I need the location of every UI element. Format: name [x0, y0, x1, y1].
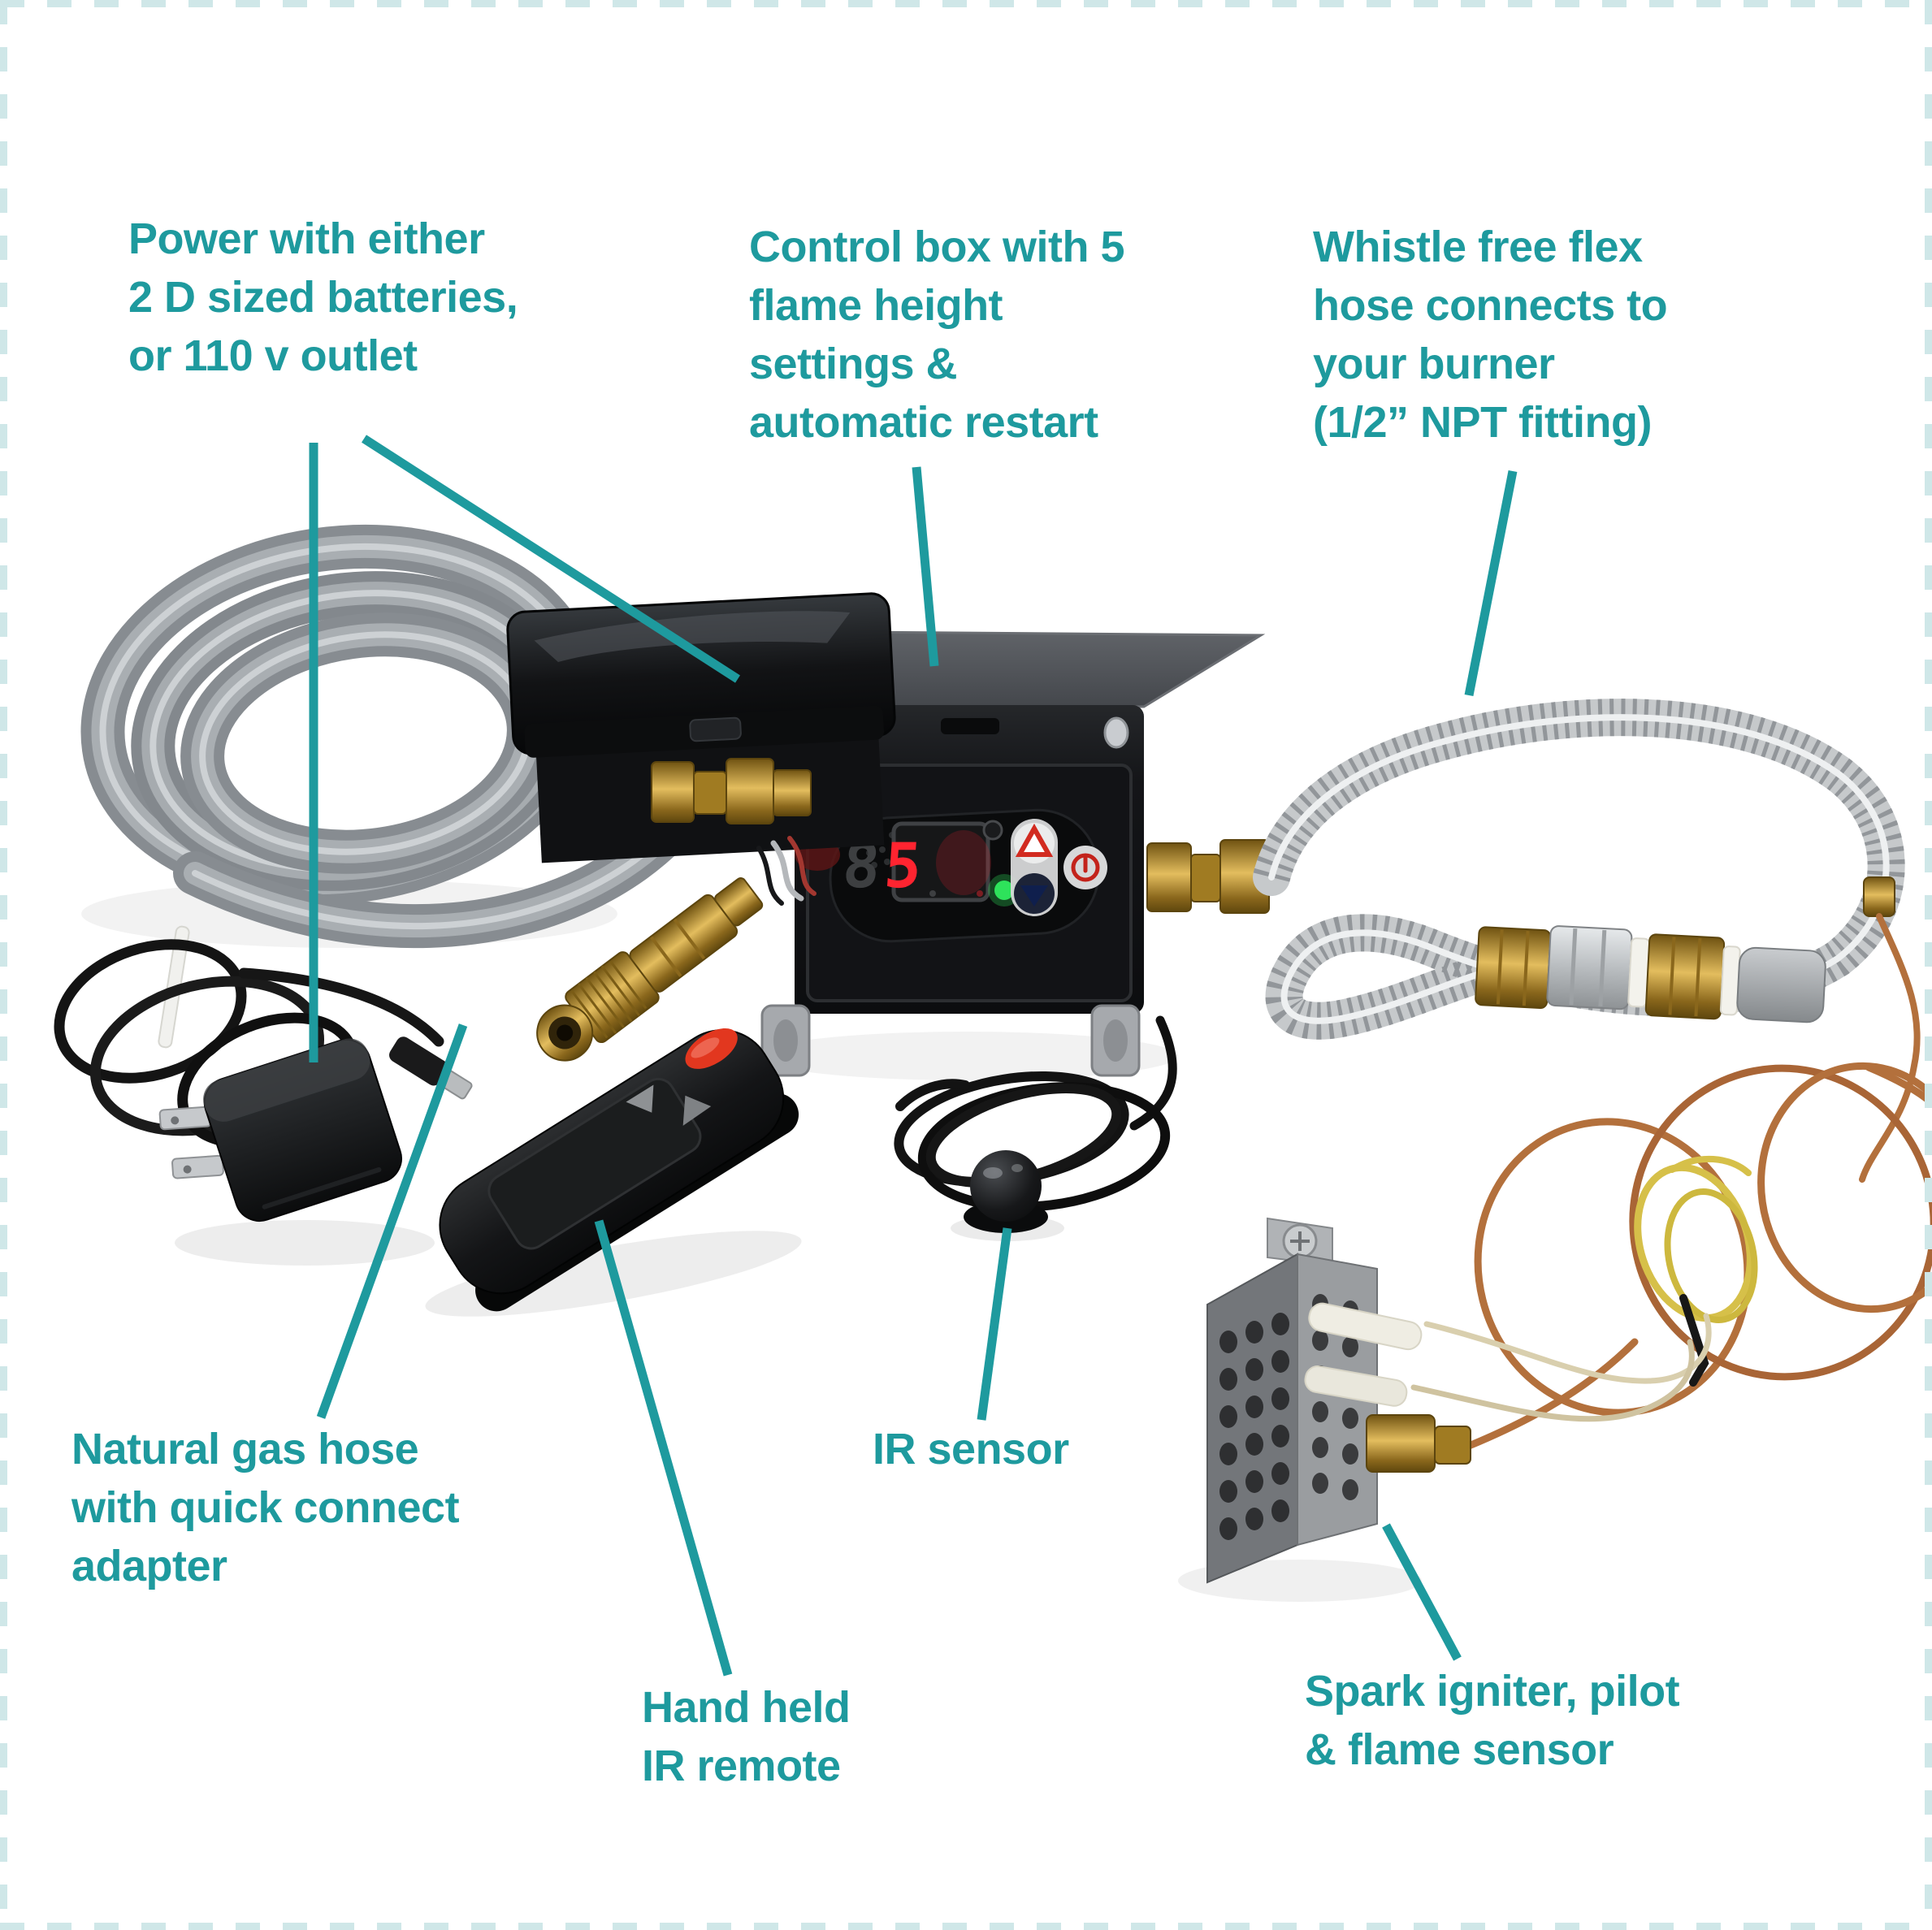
- status-led: [994, 881, 1014, 900]
- leader-line-spark-igniter: [1382, 1523, 1462, 1661]
- ir-sensor: [894, 1015, 1177, 1233]
- leader-line-flex-hose: [1464, 470, 1518, 697]
- remote-down-button: [626, 1084, 654, 1113]
- label-spark-igniter: Spark igniter, pilot & flame sensor: [1305, 1667, 1680, 1774]
- dc-barrel-plug: [389, 1036, 473, 1100]
- display-digit-lit: 5: [882, 829, 924, 902]
- ir-sensor-dome: [970, 1150, 1042, 1222]
- ir-remote: [439, 1028, 799, 1312]
- label-power-source: Power with either 2 D sized batteries, o…: [128, 214, 518, 380]
- wall-plug-body: [158, 1038, 402, 1222]
- thermocouple-nut: [1863, 876, 1895, 917]
- zip-tie: [1679, 1294, 1709, 1387]
- bracket-holes: [1219, 1313, 1289, 1540]
- gas-inlet-brass-fitting: [651, 758, 812, 824]
- screw-icon: [1103, 716, 1129, 749]
- leader-line-battery-box: [362, 435, 740, 683]
- battery-wires: [756, 836, 817, 906]
- leader-lines: [309, 435, 1518, 1677]
- pilot-brass-fitting: [1366, 1414, 1436, 1473]
- control-panel: 8 5: [795, 808, 1107, 943]
- ir-receiver-icon: [982, 820, 1003, 841]
- flame-up-arrow-icon: [1015, 823, 1054, 857]
- seven-segment-display: [891, 821, 990, 902]
- pilot-assembly: [1206, 1217, 1471, 1584]
- ceramic-electrodes: [1304, 1302, 1423, 1407]
- quick-connect-adapter: [536, 877, 764, 1062]
- label-gas-hose: Natural gas hose with quick connect adap…: [71, 1425, 460, 1590]
- air-mixer-cap: [1736, 946, 1826, 1023]
- control-box: 8 5: [760, 630, 1266, 1077]
- label-flex-hose: Whistle free flex hose connects to your …: [1313, 223, 1668, 447]
- remote-up-button: [682, 1095, 712, 1126]
- leader-line-remote: [594, 1219, 733, 1677]
- ac-power-adapter: [54, 939, 473, 1222]
- flame-down-arrow-icon: [1020, 885, 1048, 907]
- flex-hose-coupler: [1475, 925, 1826, 1023]
- label-ir-remote: Hand held IR remote: [642, 1683, 851, 1790]
- outlet-brass-fitting: [1146, 839, 1270, 914]
- igniter-wire-bundle: [1634, 1155, 1758, 1387]
- plug-prong: [158, 1106, 212, 1131]
- battery-box-latch: [689, 716, 742, 742]
- leader-line-ir-sensor: [977, 1227, 1012, 1421]
- mounting-feet: [760, 1004, 1141, 1077]
- plug-prong: [171, 1154, 224, 1179]
- leader-line-gas-hose: [316, 1023, 468, 1419]
- leader-line-control-box: [912, 466, 939, 667]
- label-ir-sensor: IR sensor: [873, 1425, 1069, 1473]
- label-control-box: Control box with 5 flame height settings…: [749, 223, 1124, 447]
- copper-thermocouple-tubing: [1410, 876, 1932, 1450]
